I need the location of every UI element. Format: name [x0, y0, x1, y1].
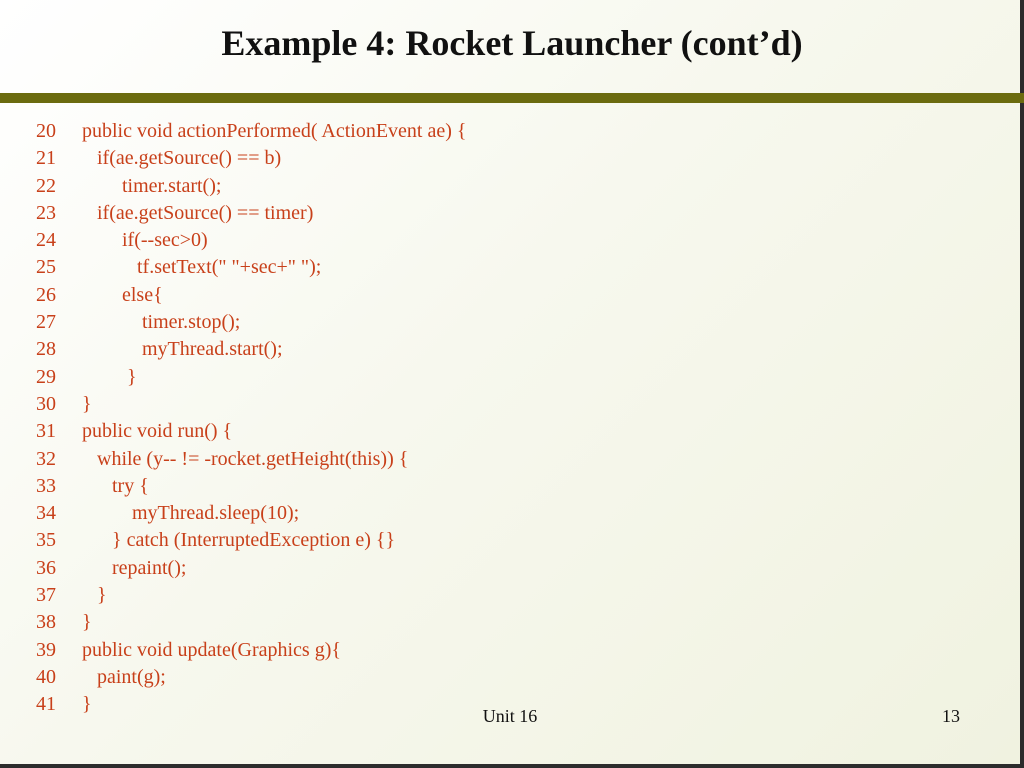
code-text: myThread.start();: [82, 338, 283, 361]
slide-title: Example 4: Rocket Launcher (cont’d): [221, 23, 803, 63]
code-line: 41}: [36, 691, 466, 718]
code-text: timer.stop();: [82, 311, 241, 334]
code-text: public void run() {: [82, 420, 233, 443]
code-text: paint(g);: [82, 665, 166, 688]
line-number: 39: [36, 638, 56, 661]
line-number: 22: [36, 174, 56, 197]
code-text: }: [82, 392, 92, 415]
slide-border-right: [1020, 0, 1024, 768]
code-text: }: [82, 365, 137, 388]
code-line: 27 timer.stop();: [36, 309, 466, 336]
line-number: 21: [36, 147, 56, 170]
code-line: 33 try {: [36, 473, 466, 500]
line-number: 30: [36, 392, 56, 415]
line-number: 24: [36, 229, 56, 252]
line-number: 40: [36, 665, 56, 688]
code-text: public void update(Graphics g){: [82, 638, 341, 661]
slide-border-bottom: [0, 764, 1024, 768]
line-number: 25: [36, 256, 56, 279]
line-number: 23: [36, 201, 56, 224]
code-text: if(--sec>0): [82, 229, 208, 252]
line-number: 28: [36, 338, 56, 361]
code-text: try {: [82, 474, 149, 497]
code-text: }: [82, 611, 92, 634]
line-number: 27: [36, 311, 56, 334]
code-line: 32 while (y-- != -rocket.getHeight(this)…: [36, 446, 466, 473]
code-text: while (y-- != -rocket.getHeight(this)) {: [82, 447, 409, 470]
code-text: if(ae.getSource() == b): [82, 147, 282, 170]
line-number: 37: [36, 584, 56, 607]
line-number: 41: [36, 693, 56, 716]
line-number: 36: [36, 556, 56, 579]
line-number: 34: [36, 502, 56, 525]
code-line: 22 timer.start();: [36, 173, 466, 200]
code-text: myThread.sleep(10);: [82, 502, 300, 525]
code-line: 21 if(ae.getSource() == b): [36, 145, 466, 172]
line-number: 26: [36, 283, 56, 306]
code-line: 20 public void actionPerformed( ActionEve…: [36, 118, 466, 145]
code-line: 24 if(--sec>0): [36, 227, 466, 254]
page-number: 13: [942, 706, 960, 726]
code-listing: 20 public void actionPerformed( ActionEve…: [36, 118, 466, 719]
code-line: 38}: [36, 609, 466, 636]
line-number: 35: [36, 529, 56, 552]
code-line: 25 tf.setText(" "+sec+" ");: [36, 254, 466, 281]
code-line: 35 } catch (InterruptedException e) {}: [36, 527, 466, 554]
code-line: 29 }: [36, 364, 466, 391]
footer-unit-label: Unit 16: [482, 706, 538, 726]
code-line: 36 repaint();: [36, 555, 466, 582]
line-number: 29: [36, 365, 56, 388]
title-divider: [0, 93, 1024, 103]
code-text: }: [82, 693, 92, 716]
code-text: }: [82, 584, 107, 607]
line-number: 32: [36, 447, 56, 470]
code-text: public void actionPerformed( ActionEvent…: [82, 120, 467, 142]
code-text: if(ae.getSource() == timer): [82, 201, 314, 224]
code-text: repaint();: [82, 556, 187, 579]
code-line: 37 }: [36, 582, 466, 609]
line-number: 31: [36, 420, 56, 443]
code-text: else{: [82, 283, 163, 306]
line-number: 33: [36, 474, 56, 497]
code-line: 39 public void update(Graphics g){: [36, 637, 466, 664]
code-text: } catch (InterruptedException e) {}: [82, 529, 396, 552]
code-text: tf.setText(" "+sec+" ");: [82, 256, 322, 279]
code-line: 26 else{: [36, 282, 466, 309]
code-line: 34 myThread.sleep(10);: [36, 500, 466, 527]
line-number: 38: [36, 611, 56, 634]
code-line: 40 paint(g);: [36, 664, 466, 691]
code-text: timer.start();: [82, 174, 222, 197]
code-line: 30}: [36, 391, 466, 418]
line-number: 20: [36, 120, 56, 142]
code-line: 28 myThread.start();: [36, 336, 466, 363]
code-line: 31 public void run() {: [36, 418, 466, 445]
code-line: 23 if(ae.getSource() == timer): [36, 200, 466, 227]
